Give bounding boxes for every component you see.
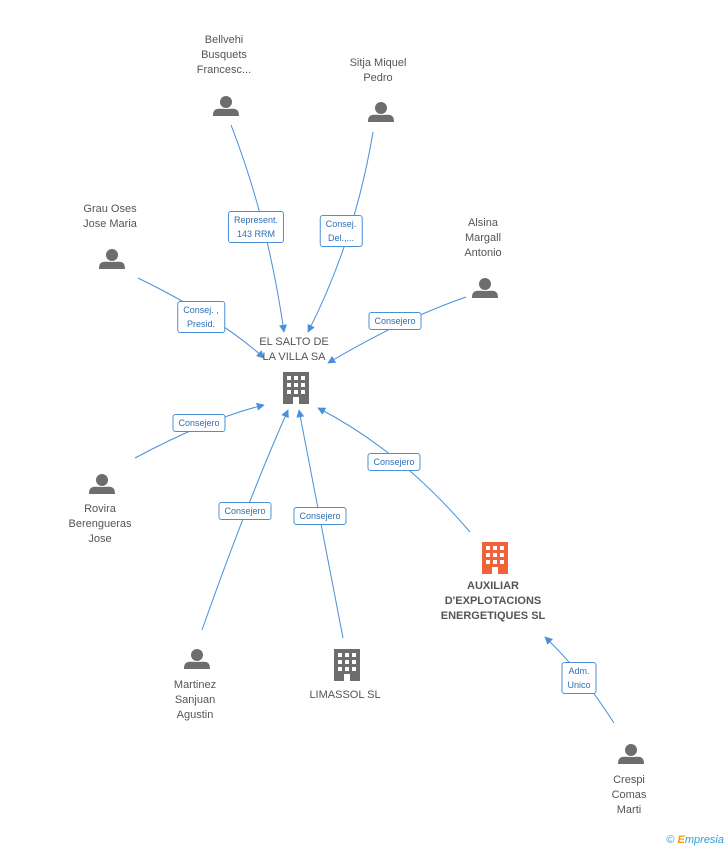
edge-label-crespi: Adm. Unico xyxy=(561,662,597,694)
person-icon[interactable] xyxy=(213,96,239,116)
person-icon[interactable] xyxy=(618,744,644,764)
node-label-salto[interactable]: EL SALTO DE LA VILLA SA xyxy=(259,336,329,363)
node-label-martinez[interactable]: Martinez Sanjuan Agustin xyxy=(173,679,217,721)
edge-martinez xyxy=(201,409,289,631)
brand-name: mpresia xyxy=(684,834,724,846)
node-label-grau[interactable]: Grau Oses Jose Maria xyxy=(83,203,137,230)
edge-label-limassol: Consejero xyxy=(293,507,347,525)
edge-label-auxiliar: Consejero xyxy=(367,453,421,471)
node-label-rovira[interactable]: Rovira Berengueras Jose xyxy=(68,503,132,545)
node-label-auxiliar[interactable]: AUXILIAR D'EXPLOTACIONS ENERGETIQUES SL xyxy=(440,580,546,622)
building-icon-highlight[interactable] xyxy=(482,542,508,574)
node-label-alsina[interactable]: Alsina Margall Antonio xyxy=(464,217,502,259)
person-icon[interactable] xyxy=(472,278,498,298)
person-icon[interactable] xyxy=(99,249,125,269)
edge-label-sitja: Consej. Del.,... xyxy=(319,215,363,247)
edge-label-martinez: Consejero xyxy=(218,502,272,520)
edge-label-bellvehi: Represent. 143 RRM xyxy=(227,211,285,243)
node-label-limassol[interactable]: LIMASSOL SL xyxy=(309,689,381,701)
node-label-bellvehi[interactable]: Bellvehi Busquets Francesc... xyxy=(196,34,252,76)
person-icon[interactable] xyxy=(184,649,210,669)
brand-letter: E xyxy=(677,834,685,846)
edge-label-rovira: Consejero xyxy=(172,414,226,432)
building-icon[interactable] xyxy=(334,649,360,681)
node-label-sitja[interactable]: Sitja Miquel Pedro xyxy=(349,57,407,84)
brand-logo[interactable]: © Empresia xyxy=(666,834,724,846)
copyright-icon: © xyxy=(666,834,675,846)
edge-label-grau: Consej. , Presid. xyxy=(177,301,225,333)
node-label-crespi[interactable]: Crespi Comas Marti xyxy=(611,774,647,816)
person-icon[interactable] xyxy=(89,474,115,494)
edge-label-alsina: Consejero xyxy=(368,312,422,330)
edge-alsina xyxy=(327,296,467,364)
person-icon[interactable] xyxy=(368,102,394,122)
building-icon[interactable] xyxy=(283,372,309,404)
